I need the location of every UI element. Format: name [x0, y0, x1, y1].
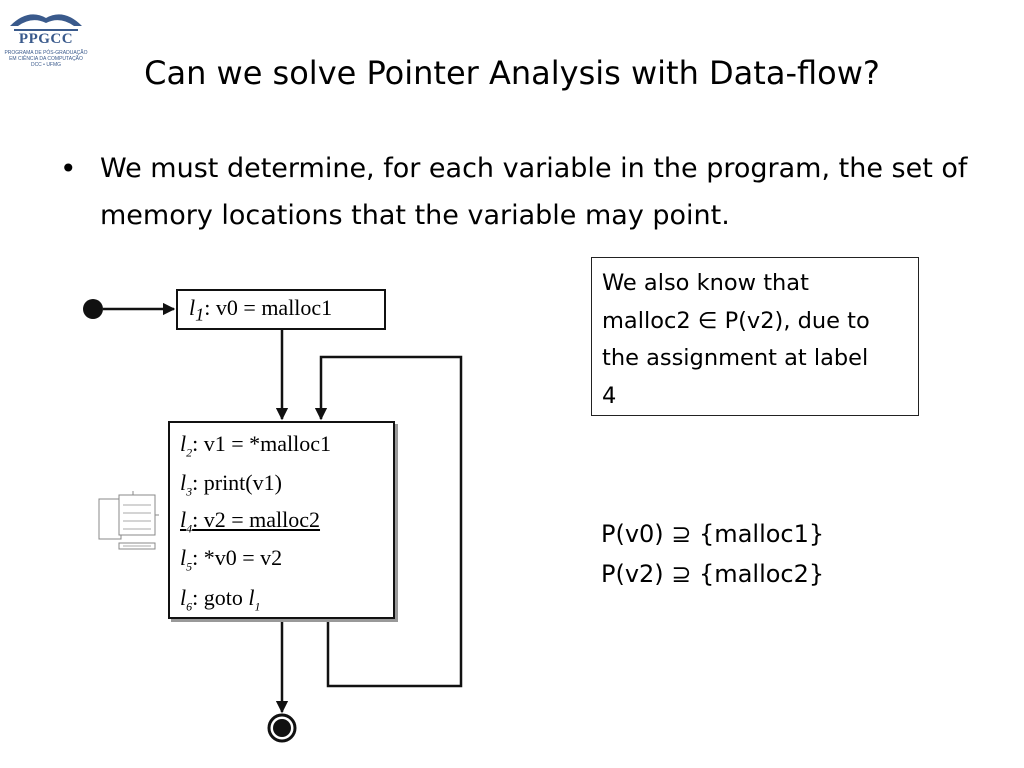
- block-line-4: l4: v2 = malloc2: [180, 507, 321, 536]
- logo-subtitle-line-3: DCC • UFMG: [30, 62, 62, 68]
- flow-thumbnail: [98, 491, 159, 550]
- block-line-6: l6: goto l1: [180, 585, 261, 614]
- logo-emblem-icon: [10, 14, 82, 31]
- main-block-box: [168, 421, 395, 619]
- bullet-text: We must determine, for each variable in …: [100, 153, 968, 231]
- slide-title: Can we solve Pointer Analysis with Data-…: [144, 54, 880, 92]
- logo-subtitle-line-2: EM CIÊNCIA DA COMPUTAÇÃO: [9, 56, 83, 62]
- start-node: [83, 299, 103, 319]
- logo-title: PPGCC: [18, 31, 74, 47]
- block-line-3: l3: print(v1): [180, 470, 282, 499]
- label-1-box: [176, 289, 386, 330]
- block-line-2: l2: v1 = *malloc1: [180, 431, 332, 460]
- note-box: We also know that malloc2 ∈ P(v2), due t…: [591, 257, 919, 416]
- label-1-text: l1: v0 = malloc1: [189, 295, 333, 325]
- block-line-5: l5: *v0 = v2: [180, 545, 283, 574]
- loop-back-edge: [314, 355, 463, 688]
- ppgcc-logo: PPGCC PROGRAMA DE PÓS-GRADUAÇÃO EM CIÊNC…: [4, 4, 88, 72]
- logo-subtitle-line-1: PROGRAMA DE PÓS-GRADUAÇÃO: [4, 50, 88, 56]
- constraint-v0: P(v0) ⊇ {malloc1}: [601, 520, 825, 548]
- constraint-v2: P(v2) ⊇ {malloc2}: [601, 560, 825, 588]
- end-node: [273, 719, 291, 737]
- bullet-marker: •: [60, 152, 77, 185]
